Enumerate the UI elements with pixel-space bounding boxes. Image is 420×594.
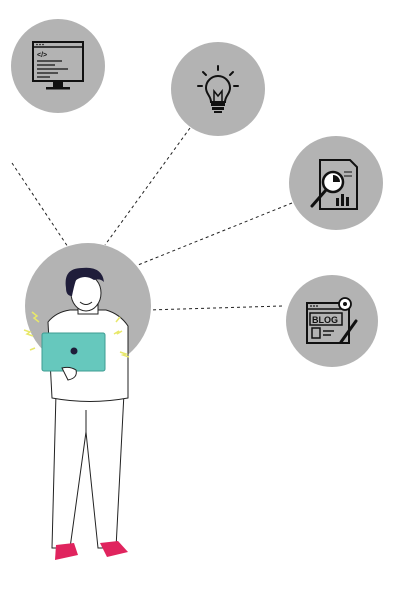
- code-tag-text: </>: [37, 52, 47, 59]
- person-with-laptop: [23, 243, 151, 560]
- lightbulb-icon: [171, 42, 265, 136]
- sparks: [23, 311, 130, 358]
- hair: [65, 267, 104, 296]
- connector-lines: [11, 127, 293, 311]
- code-monitor-icon: </>: [11, 19, 105, 113]
- right-shoe: [100, 541, 128, 557]
- analytics-report-icon: [289, 136, 383, 230]
- left-shoe: [55, 543, 78, 560]
- blog-icon: BLOG: [286, 275, 378, 367]
- blog-icon-label: BLOG: [312, 315, 338, 325]
